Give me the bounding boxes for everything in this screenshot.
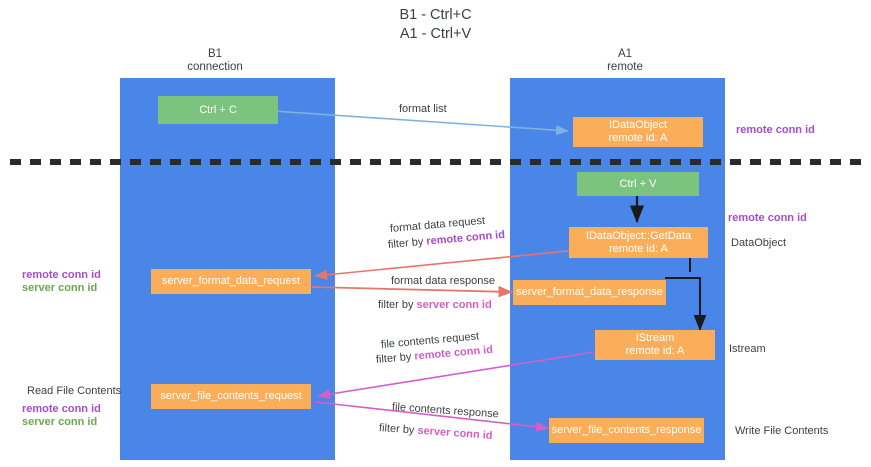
column-header-a1-sub: remote xyxy=(607,61,643,73)
side-label-remote-conn-id-mid: remote conn id xyxy=(728,212,807,224)
node-idataobject-line1: IDataObject xyxy=(608,119,668,131)
node-server-file-contents-response-label: server_file_contents_response xyxy=(551,424,702,436)
side-label-remote-conn-id-top: remote conn id xyxy=(736,124,815,136)
connector-response-istream xyxy=(665,277,707,331)
node-istream[interactable]: IStream remote id: A xyxy=(595,330,715,360)
column-header-a1-name: A1 xyxy=(617,48,633,60)
node-idataobject-getdata-line1: IDataObject::GetData xyxy=(585,229,692,242)
side-label-left-server-conn-id: server conn id xyxy=(22,282,98,294)
node-server-file-contents-request-label: server_file_contents_request xyxy=(160,390,302,402)
node-server-format-data-request[interactable]: server_format_data_request xyxy=(151,269,311,294)
node-ctrl-c[interactable]: Ctrl + C xyxy=(158,96,278,124)
side-label-read-file-contents: Read File Contents xyxy=(27,385,122,397)
connector-format-data-response xyxy=(311,285,513,298)
connector-file-contents-response xyxy=(314,401,549,432)
column-header-a1: A1 remote xyxy=(575,48,675,74)
node-server-file-contents-response[interactable]: server_file_contents_response xyxy=(549,418,704,443)
node-ctrl-v[interactable]: Ctrl + V xyxy=(577,172,699,196)
edge-label-format-data-response-filter: filter by server conn id xyxy=(378,298,492,312)
filter-key-2: server conn id xyxy=(416,299,492,311)
node-ctrl-c-label: Ctrl + C xyxy=(199,103,237,116)
filter-prefix-3: filter by xyxy=(375,350,415,366)
side-label-left-remote-conn-id-2: remote conn id xyxy=(22,403,101,415)
title-line-1: B1 - Ctrl+C xyxy=(399,7,472,23)
filter-prefix-1: filter by xyxy=(387,235,427,251)
node-idataobject-getdata-line2: remote id: A xyxy=(609,242,668,255)
page-title: B1 - Ctrl+C A1 - Ctrl+V xyxy=(0,6,871,44)
column-header-b1-sub: connection xyxy=(187,61,243,73)
node-server-format-data-response[interactable]: server_format_data_response xyxy=(513,280,666,305)
side-label-istream: Istream xyxy=(729,343,766,355)
node-server-format-data-response-label: server_format_data_response xyxy=(516,286,663,298)
title-line-2: A1 - Ctrl+V xyxy=(399,26,472,42)
node-idataobject-line2: remote id: A xyxy=(608,132,668,144)
node-server-file-contents-request[interactable]: server_file_contents_request xyxy=(151,384,311,409)
node-idataobject[interactable]: IDataObject remote id: A xyxy=(573,117,703,147)
node-ctrl-v-label: Ctrl + V xyxy=(619,177,657,190)
edge-label-format-list: format list xyxy=(399,103,447,115)
side-label-dataobject: DataObject xyxy=(731,237,787,249)
column-header-b1: B1 connection xyxy=(165,48,265,74)
node-server-format-data-request-label: server_format_data_request xyxy=(161,275,301,287)
node-istream-line1: IStream xyxy=(635,332,675,344)
side-label-left-remote-conn-id: remote conn id xyxy=(22,269,101,281)
connector-format-list xyxy=(272,110,569,136)
connector-format-data-request xyxy=(314,249,579,280)
column-header-b1-name: B1 xyxy=(207,48,223,60)
node-idataobject-getdata[interactable]: IDataObject::GetData remote id: A xyxy=(569,227,708,258)
filter-prefix-2: filter by xyxy=(378,299,417,311)
node-istream-line2: remote id: A xyxy=(625,345,685,357)
filter-prefix-4: filter by xyxy=(378,422,418,437)
side-label-left-server-conn-id-2: server conn id xyxy=(22,416,98,428)
side-label-write-file-contents: Write File Contents xyxy=(735,425,829,437)
connector-file-contents-request xyxy=(317,351,595,400)
edge-label-format-data-response: format data response xyxy=(391,275,495,287)
